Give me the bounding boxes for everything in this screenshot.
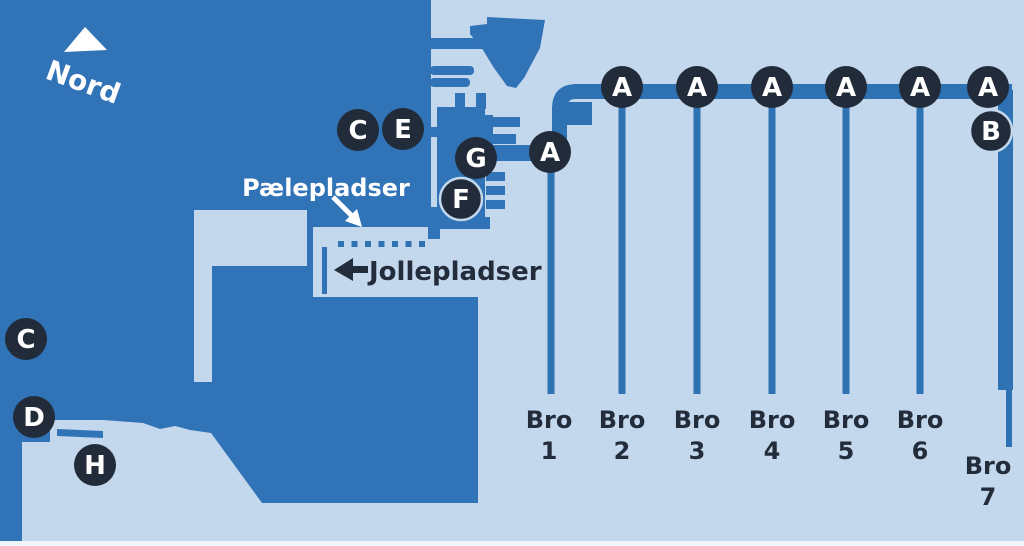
pole-berth-dot (419, 241, 425, 247)
marker-letter-a: A (762, 73, 782, 103)
marker-c (5, 318, 47, 360)
basins (194, 210, 478, 382)
marker-letter-a: A (540, 138, 560, 168)
marker-f (438, 176, 484, 222)
breakwater-west (0, 416, 22, 541)
spit-southwest (57, 429, 103, 438)
marker-letter-a: A (612, 73, 632, 103)
marker-c (337, 109, 379, 151)
north-arrow-icon (64, 27, 107, 52)
jolle-pier (322, 247, 327, 294)
basin-west (194, 210, 307, 266)
marker-letter-a: A (978, 73, 998, 103)
building-stub-right (476, 93, 486, 109)
marker-letter-c: C (16, 325, 35, 355)
pier-line-bro-1 (547, 158, 555, 394)
marker-letter-a: A (836, 73, 856, 103)
jollepladser-arrow-shaft (346, 266, 368, 273)
paelepladser-label: Pælepladser (242, 174, 410, 202)
pole-berth-dot (338, 241, 344, 247)
pier-elbow-step (564, 102, 592, 125)
marker-a (529, 131, 571, 173)
marker-a (825, 66, 867, 108)
jollepladser-label: Jollepladser (367, 257, 542, 287)
pole-berth-dot (378, 241, 385, 247)
marker-letter-a: A (910, 73, 930, 103)
marker-a (751, 66, 793, 108)
marker-a (676, 66, 718, 108)
marker-letter-a: A (687, 73, 707, 103)
jetty-teeth-upper-spine (485, 115, 493, 147)
marker-a (899, 66, 941, 108)
paelepladser-arrow-shaft (331, 195, 354, 218)
basin-divider-wall (307, 210, 313, 297)
pier-bro-7 (998, 90, 1013, 390)
marker-a (601, 66, 643, 108)
pier-line-bro-6 (916, 99, 924, 394)
pier-bro-7-tail (1006, 388, 1012, 447)
pole-berth-dot (351, 241, 358, 247)
jetty-tooth-lower-1 (486, 172, 505, 181)
pier-line-bro-2 (618, 99, 626, 394)
pier-line-bro-3 (693, 99, 701, 394)
channel-lip-2 (430, 78, 470, 87)
marker-d (13, 396, 55, 438)
jetty-tooth-lower-2 (486, 186, 505, 195)
marker-e (382, 108, 424, 150)
pier-line-bro-5 (842, 99, 850, 394)
marker-letter-f: F (452, 185, 470, 215)
building-base (430, 217, 490, 229)
marker-letter-b: B (981, 117, 1001, 147)
marker-b (968, 108, 1014, 154)
paelepladser-arrow-head (345, 209, 362, 227)
marker-letter-h: H (84, 451, 106, 481)
marker-a (967, 66, 1009, 108)
jetty-tooth-upper-2 (491, 134, 516, 144)
marker-letter-c: C (348, 116, 367, 146)
bottom-edge-strip (0, 541, 1024, 546)
marker-letter-d: D (23, 403, 45, 433)
pole-berth-dot (405, 241, 412, 247)
breakwater-hook (470, 17, 545, 88)
pole-berth-dots (338, 241, 425, 247)
pole-berth-dot (365, 241, 371, 247)
channel-mark-1 (426, 127, 438, 137)
jollepladser-arrow-head (334, 258, 353, 281)
marker-h (74, 444, 116, 486)
channel-lip-1 (430, 66, 474, 75)
marker-g (455, 137, 497, 179)
entrance-bar (431, 38, 485, 49)
basin-jolle (313, 227, 478, 297)
pier-line-bro-4 (768, 99, 776, 394)
marker-letter-e: E (394, 115, 412, 145)
jetty-tooth-upper-1 (491, 117, 520, 127)
pole-berth-dot (392, 241, 398, 247)
jetty-tooth-lower-3 (486, 200, 505, 209)
building-stub-left (455, 93, 465, 109)
channel-mark-2 (428, 207, 440, 239)
marker-letter-g: G (465, 144, 486, 174)
basin-west-arm (194, 266, 212, 382)
